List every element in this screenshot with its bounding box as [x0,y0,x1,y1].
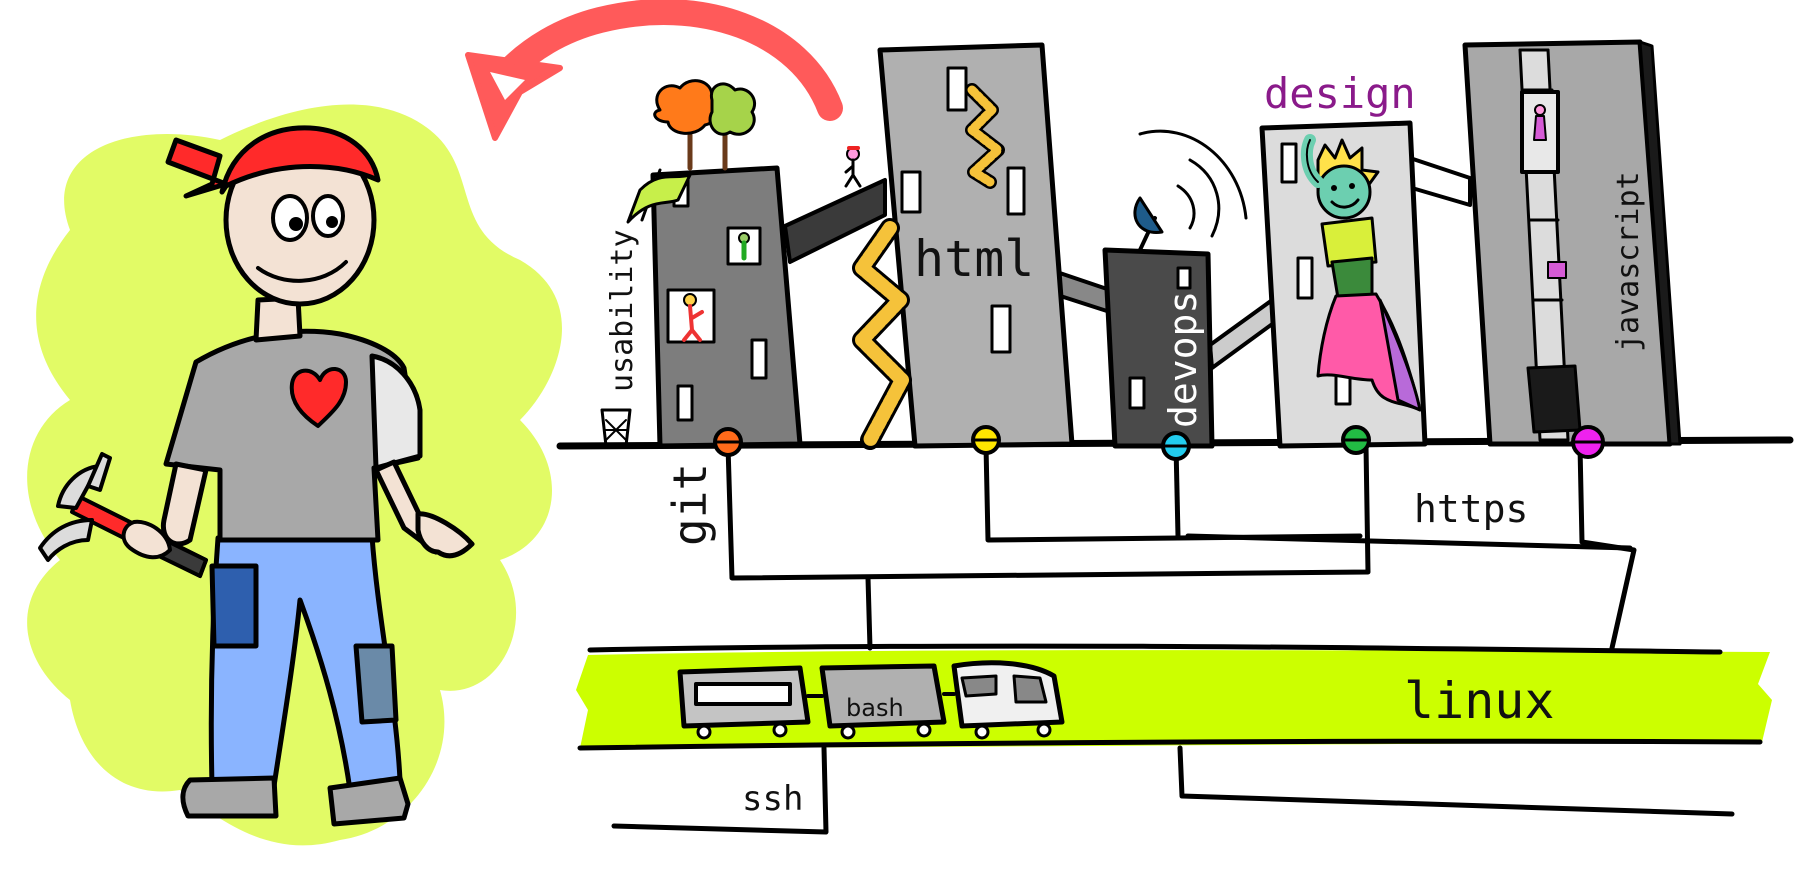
label-linux: linux [1404,672,1555,730]
developer-character [160,125,475,827]
skybridge-3 [1208,296,1277,370]
satellite-dish-icon [1133,129,1248,252]
tree-icon [653,79,757,171]
linux-band-top [587,643,1723,655]
hammer-icon [38,452,208,578]
label-design: design [1264,69,1416,118]
basketball-hoop-icon [600,408,632,448]
skybridge-1 [783,178,887,264]
linux-band-bottom [577,738,1763,751]
label-bash: bash [846,694,904,722]
network-nodes [713,425,1605,461]
flag-icon [626,168,692,224]
bridge-person [844,146,862,188]
label-ssh: ssh [742,779,803,819]
label-html: html [914,230,1034,288]
label-usability: usability [605,229,640,392]
label-devops: devops [1161,291,1205,428]
label-git: git [663,463,717,546]
heart-icon [289,367,348,428]
network-wires [725,443,1637,651]
label-javascript: javascript [1611,171,1646,352]
train-icon [677,660,1065,740]
curved-arrow-icon [465,0,843,141]
tower-html [852,42,1075,450]
skybridge-4 [1408,156,1472,207]
design-figure [1300,134,1422,412]
bottom-wires [611,745,1735,835]
tower-javascript [1462,39,1682,447]
tower-usability [650,165,803,449]
tower-devops [1102,247,1215,449]
label-https: https [1414,487,1528,531]
